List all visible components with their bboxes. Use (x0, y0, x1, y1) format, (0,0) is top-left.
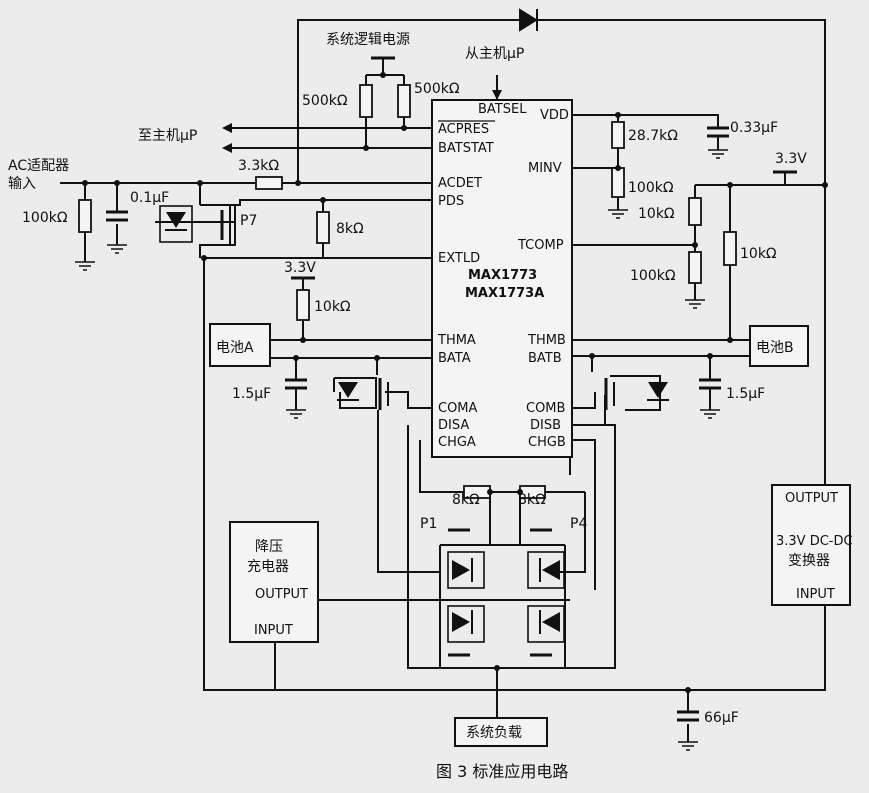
bata-fet (337, 378, 389, 410)
pin-batsel: BATSEL (478, 102, 527, 117)
label-bat-b: 电池B (756, 340, 794, 356)
label-r-500k-a: 500kΩ (302, 93, 348, 109)
label-r-28k7: 28.7kΩ (628, 128, 678, 144)
pin-thma: THMA (437, 333, 476, 348)
label-c-1u5-b: 1.5μF (726, 386, 765, 402)
pin-bata: BATA (438, 351, 471, 366)
batb-fet (604, 378, 669, 410)
pin-disa: DISA (438, 418, 469, 433)
chip-name-2: MAX1773A (465, 286, 544, 301)
pin-comb: COMB (526, 401, 565, 416)
resistor-3k3 (255, 176, 283, 190)
chip-max1773 (431, 99, 573, 458)
label-p1: P1 (420, 516, 437, 532)
ground-symbols (75, 149, 728, 751)
pin-batstat: BATSTAT (438, 141, 494, 156)
battery-a-box (209, 323, 271, 367)
resistor-100k-ac (78, 199, 92, 233)
pin-chga: CHGA (438, 435, 476, 450)
dcdc-converter-box (771, 484, 851, 606)
power-path-diodes (447, 528, 565, 657)
label-r-100k-minv: 100kΩ (628, 180, 674, 196)
resistor-100k-tc (688, 251, 702, 284)
label-charger-input: INPUT (254, 623, 293, 638)
resistor-8k-extld (316, 211, 330, 244)
wires (60, 19, 826, 742)
supply-bars (291, 56, 797, 280)
pin-minv: MINV (528, 161, 562, 176)
label-r-100k-ac: 100kΩ (22, 210, 68, 226)
pin-pds: PDS (438, 194, 464, 209)
label-r-3k3: 3.3kΩ (238, 158, 279, 174)
label-c-66u: 66μF (704, 710, 739, 726)
label-r-100k-tc: 100kΩ (630, 268, 676, 284)
resistor-10k-thma (296, 289, 310, 321)
label-c-0u1: 0.1μF (130, 190, 169, 206)
label-system-load: 系统负载 (466, 725, 522, 741)
pin-disb: DISB (530, 418, 561, 433)
label-r-500k-b: 500kΩ (414, 81, 460, 97)
label-ac-adapter-1: AC适配器 (8, 158, 69, 174)
pin-extld: EXTLD (438, 251, 480, 266)
pin-acdet: ACDET (438, 176, 482, 191)
label-r-8k-extld: 8kΩ (336, 221, 364, 237)
label-dcdc-2: 变换器 (788, 552, 830, 569)
label-bat-a: 电池A (216, 340, 254, 356)
label-charger-1: 降压 (255, 539, 283, 555)
label-ac-adapter-2: 输入 (8, 176, 36, 192)
pin-vdd: VDD (540, 108, 569, 123)
label-dcdc-1: 3.3V DC-DC (776, 534, 853, 549)
label-r-10k-tc: 10kΩ (638, 206, 675, 222)
resistor-500k-a (359, 84, 373, 118)
resistor-10k-thmb (723, 231, 737, 266)
label-r-8k-a: 8kΩ (452, 492, 480, 508)
label-dcdc-input: INPUT (796, 587, 835, 602)
resistor-10k-tc (688, 197, 702, 226)
label-c-0u33: 0.33μF (730, 120, 778, 136)
resistor-100k-minv (611, 167, 625, 198)
label-logic-supply: 系统逻辑电源 (326, 32, 410, 48)
pin-batb: BATB (528, 351, 562, 366)
pin-chgb: CHGB (528, 435, 566, 450)
resistors (78, 84, 737, 499)
capacitors (106, 126, 729, 722)
label-dcdc-output: OUTPUT (785, 491, 838, 506)
chip-name-1: MAX1773 (468, 268, 537, 283)
labels: 系统逻辑电源 从主机μP 至主机μP AC适配器 输入 500kΩ 500kΩ … (8, 32, 853, 781)
pin-tcomp: TCOMP (517, 238, 564, 253)
label-charger-2: 充电器 (247, 559, 289, 575)
label-charger-output: OUTPUT (255, 587, 308, 602)
pin-coma: COMA (438, 401, 478, 416)
label-v33-b: 3.3V (775, 151, 807, 167)
resistor-28k7 (611, 121, 625, 149)
chip-pins-right: BATSEL VDD MINV TCOMP THMB BATB COMB DIS… (478, 102, 569, 450)
pin-thmb: THMB (527, 333, 566, 348)
label-r-8k-b: 8kΩ (518, 492, 546, 508)
diode-top (519, 8, 538, 32)
resistor-500k-b (397, 84, 411, 118)
label-c-1u5-a: 1.5μF (232, 386, 271, 402)
pin-acpres: ACPRES (438, 122, 489, 137)
figure-caption: 图 3 标准应用电路 (436, 762, 568, 781)
buck-charger-box (229, 521, 319, 643)
label-from-host: 从主机μP (465, 46, 524, 62)
p7-protection (159, 205, 231, 245)
label-to-host: 至主机μP (138, 128, 197, 144)
label-p4: P4 (570, 516, 587, 532)
junction-dots (82, 72, 828, 693)
label-r-10k-b: 10kΩ (740, 246, 777, 262)
system-load-box (454, 717, 548, 747)
label-v33-a: 3.3V (284, 260, 316, 276)
arrows (222, 90, 502, 153)
label-p7: P7 (240, 213, 257, 229)
label-r-10k-a: 10kΩ (314, 299, 351, 315)
chip-pins-left: ACPRES BATSTAT ACDET PDS EXTLD THMA BATA… (437, 120, 495, 450)
battery-b-box (749, 325, 809, 367)
